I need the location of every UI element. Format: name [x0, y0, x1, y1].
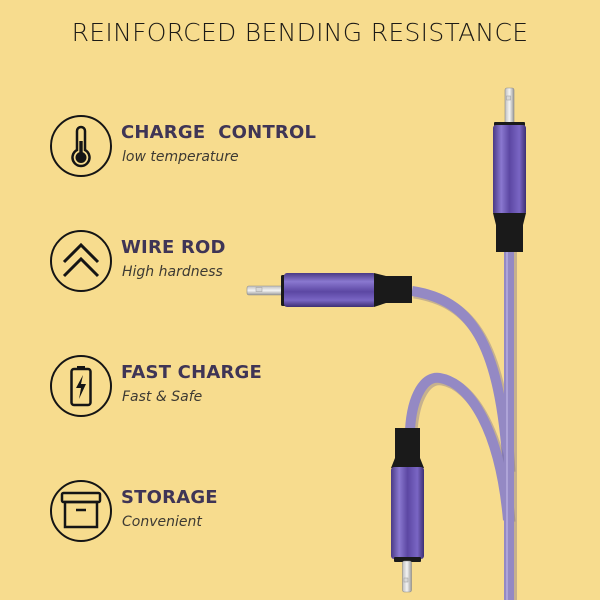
feature-heading: STORAGE — [121, 487, 218, 508]
page-title: REINFORCED BENDING RESISTANCE — [71, 18, 529, 47]
battery-bolt-icon — [50, 355, 112, 417]
feature-heading: CHARGE CONTROL — [121, 122, 317, 143]
feature-heading: WIRE ROD — [121, 237, 226, 258]
top-lightning-connector — [493, 87, 526, 252]
feature-subtext: Fast & Safe — [122, 389, 203, 405]
feature-subtext: High hardness — [122, 264, 223, 280]
feature-storage: STORAGE Convenient — [50, 480, 350, 550]
bottom-lightning-connector — [391, 428, 424, 593]
double-chevron-up-icon — [50, 230, 112, 292]
feature-wire-rod: WIRE ROD High hardness — [50, 230, 350, 300]
storage-box-icon — [50, 480, 112, 542]
feature-charge-control: CHARGE CONTROL low temperature — [50, 115, 350, 185]
thermometer-icon — [50, 115, 112, 177]
left-lightning-connector — [246, 273, 412, 307]
feature-subtext: low temperature — [122, 149, 239, 165]
feature-heading: FAST CHARGE — [121, 362, 263, 383]
feature-fast-charge: FAST CHARGE Fast & Safe — [50, 355, 350, 425]
feature-subtext: Convenient — [122, 514, 202, 530]
cable-wires — [405, 250, 517, 600]
